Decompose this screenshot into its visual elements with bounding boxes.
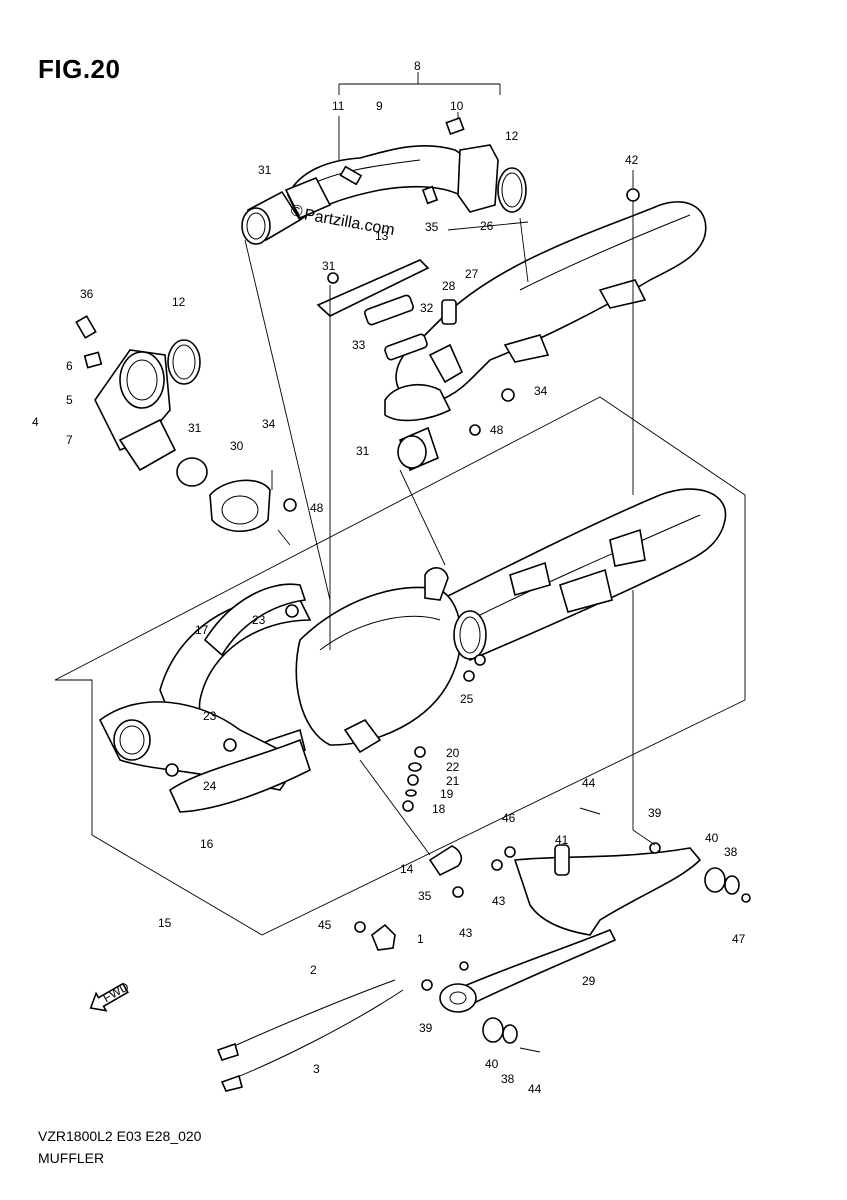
fwd-label: FWD (101, 979, 132, 1005)
callout-4: 4 (32, 415, 39, 429)
callout-17: 17 (195, 623, 209, 637)
bracket-14 (428, 845, 464, 898)
callout-39: 39 (648, 806, 662, 820)
callout-11: 11 (332, 99, 345, 113)
callout-32: 32 (420, 301, 434, 315)
callout-31: 31 (356, 444, 370, 458)
callout-40: 40 (705, 831, 719, 845)
gasket-32 (364, 294, 414, 326)
assembly-outline-15 (54, 396, 746, 936)
front-flange-assembly (75, 315, 201, 472)
callout-labels: 8 11 9 10 12 31 35 42 31 13 26 28 27 32 … (32, 59, 746, 1096)
callout-15: 15 (158, 916, 172, 930)
watermark: © Partzilla.com (289, 202, 396, 239)
callout-3: 3 (313, 1062, 320, 1076)
callout-42: 42 (625, 153, 639, 167)
callout-7: 7 (66, 433, 73, 447)
callout-5: 5 (66, 393, 73, 407)
callout-44: 44 (528, 1082, 542, 1096)
nut-25 (463, 670, 475, 682)
diagram-caption: MUFFLER (38, 1150, 105, 1166)
leader-lines (244, 200, 656, 856)
connector-pipe-31-top (241, 176, 332, 245)
callout-1: 1 (417, 932, 424, 946)
upper-muffler-body (384, 201, 707, 422)
callout-27: 27 (465, 267, 479, 281)
callout-31: 31 (188, 421, 202, 435)
callout-46: 46 (502, 811, 516, 825)
callout-21: 21 (446, 774, 460, 788)
gasket-33 (384, 333, 428, 361)
callout-25: 25 (460, 692, 474, 706)
callout-22: 22 (446, 760, 460, 774)
callout-16: 16 (200, 837, 214, 851)
callout-33: 33 (352, 338, 366, 352)
callout-44: 44 (582, 776, 596, 790)
callout-31: 31 (322, 259, 336, 273)
muffler-mount-bracket (421, 807, 751, 1053)
callout-2: 2 (310, 963, 317, 977)
callout-23: 23 (252, 613, 266, 627)
callout-6: 6 (66, 359, 73, 373)
lower-muffler-assembly (98, 488, 727, 813)
callout-26: 26 (480, 219, 494, 233)
callout-12: 12 (172, 295, 186, 309)
callout-43: 43 (492, 894, 506, 908)
callout-20: 20 (446, 746, 460, 760)
watermark-text: Partzilla.com (303, 206, 396, 239)
callout-30: 30 (230, 439, 244, 453)
callout-43: 43 (459, 926, 473, 940)
hardware-stack-18-22 (402, 746, 426, 812)
callout-34: 34 (262, 417, 276, 431)
upper-muffler-pipe (287, 116, 527, 222)
callout-35: 35 (418, 889, 432, 903)
callout-19: 19 (440, 787, 454, 801)
callout-23: 23 (203, 709, 217, 723)
callout-18: 18 (432, 802, 446, 816)
callout-40: 40 (485, 1057, 499, 1071)
heat-shield-clip-28 (441, 299, 457, 325)
bolt-42 (626, 170, 640, 202)
callout-34: 34 (534, 384, 548, 398)
callout-39: 39 (419, 1021, 433, 1035)
control-cables (216, 979, 404, 1092)
callout-12: 12 (505, 129, 519, 143)
fwd-arrow-icon: FWD (89, 979, 132, 1012)
callout-36: 36 (80, 287, 94, 301)
callout-38: 38 (724, 845, 738, 859)
couplers-30-31-left (176, 457, 297, 532)
callout-38: 38 (501, 1072, 515, 1086)
callout-47: 47 (732, 932, 746, 946)
bolt-31-small (327, 272, 339, 284)
connector-pipe-31-mid (397, 426, 439, 472)
callout-9: 9 (376, 99, 383, 113)
diagram-code: VZR1800L2 E03 E28_020 (38, 1128, 202, 1144)
callout-29: 29 (582, 974, 596, 988)
svg-text:©: © (289, 202, 304, 221)
bracket-13 (316, 259, 430, 317)
callout-28: 28 (442, 279, 456, 293)
nut-48-upper (469, 424, 481, 436)
callout-14: 14 (400, 862, 414, 876)
bolt-34-upper (501, 388, 515, 402)
callout-35: 35 (425, 220, 439, 234)
figure-title: FIG.20 (38, 54, 121, 84)
callout-31: 31 (258, 163, 272, 177)
callout-48: 48 (310, 501, 324, 515)
callout-48: 48 (490, 423, 504, 437)
callout-45: 45 (318, 918, 332, 932)
callout-41: 41 (555, 833, 569, 847)
callout-8: 8 (414, 59, 421, 73)
callout-24: 24 (203, 779, 217, 793)
callout-13: 13 (375, 229, 389, 243)
callout-10: 10 (450, 99, 464, 113)
plug-45 (354, 921, 396, 951)
